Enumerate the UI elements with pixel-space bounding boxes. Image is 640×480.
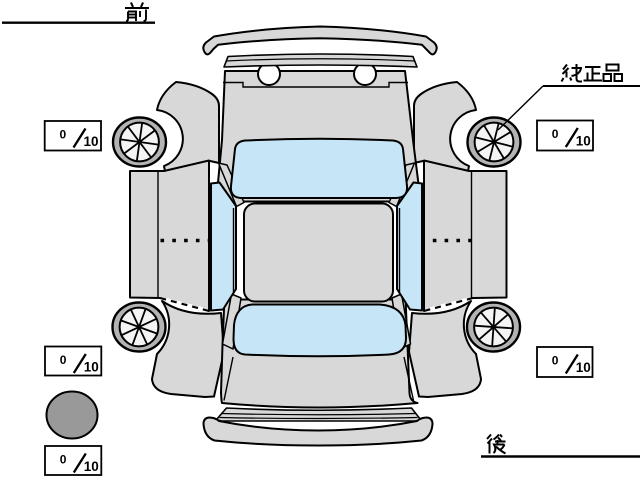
svg-text:0: 0 [60, 353, 67, 367]
svg-text:0: 0 [552, 127, 559, 141]
svg-text:0: 0 [60, 128, 67, 142]
svg-text:10: 10 [576, 360, 591, 375]
svg-text:10: 10 [84, 459, 99, 474]
svg-text:10: 10 [84, 360, 99, 375]
svg-text:10: 10 [576, 134, 591, 149]
svg-text:0: 0 [552, 354, 559, 368]
svg-text:10: 10 [84, 134, 99, 149]
svg-text:0: 0 [60, 453, 67, 467]
